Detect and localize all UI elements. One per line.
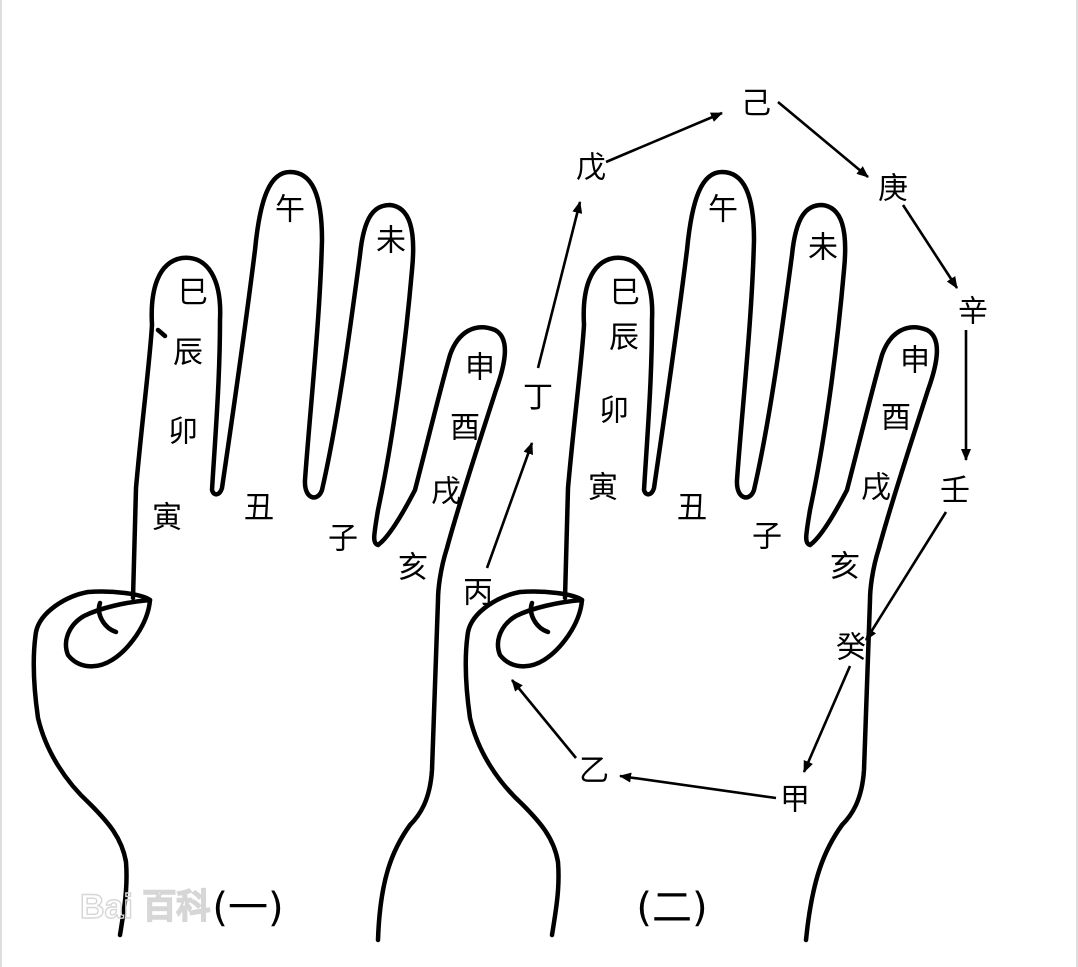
stem-label-ding: 丁 — [523, 381, 553, 416]
stem-label-wu: 戊 — [576, 151, 606, 186]
arrow-jia-to-yi — [619, 772, 777, 800]
hand1-label-you: 酉 — [450, 411, 480, 446]
stem-sequence-arrows — [485, 101, 971, 800]
stem-label-jia: 甲 — [780, 783, 810, 818]
hand1-label-mao: 卯 — [168, 415, 198, 450]
arrow-yi-to-thumb — [510, 679, 578, 759]
hand2-label-you: 酉 — [881, 401, 911, 436]
stem-label-bing: 丙 — [463, 576, 493, 611]
hand2-label-yin: 寅 — [588, 471, 618, 506]
watermark-logo: Bai 百科 — [80, 888, 210, 926]
hand1-label-xu: 戌 — [431, 475, 461, 510]
stem-labels: 丙 丁 戊 己 庚 辛 壬 癸 甲 乙 — [463, 87, 988, 818]
hand1-label-wei: 未 — [376, 224, 406, 259]
hand1-label-chen: 辰 — [173, 336, 203, 371]
arrow-ren-to-gui — [864, 511, 948, 641]
hand2-label-si: 巳 — [610, 276, 640, 311]
hand-2-branch-labels: 巳 辰 卯 寅 午 丑 未 子 申 酉 戌 亥 — [588, 193, 930, 585]
stem-label-xin: 辛 — [958, 295, 988, 330]
hand2-label-xu: 戌 — [861, 471, 891, 506]
hand2-label-wei: 未 — [808, 231, 838, 266]
hand2-label-chou: 丑 — [677, 491, 707, 526]
hand2-label-zi: 子 — [752, 520, 782, 555]
hand2-label-shen: 申 — [900, 344, 930, 379]
hand1-label-chou: 丑 — [244, 491, 274, 526]
hand1-label-yin: 寅 — [152, 501, 182, 536]
hand1-label-hai: 亥 — [398, 551, 428, 586]
hand1-label-shen: 申 — [465, 351, 495, 386]
hand1-label-zi: 子 — [328, 522, 358, 557]
hand1-label-si: 巳 — [178, 276, 208, 311]
hand-1-outline — [31, 169, 508, 943]
arrow-gui-to-jia — [802, 665, 852, 773]
stem-label-yi: 乙 — [579, 754, 609, 789]
hand-2-outline — [463, 169, 940, 943]
hand2-label-mao: 卯 — [599, 394, 629, 429]
arrow-geng-to-xin — [901, 204, 959, 289]
hand2-label-wu: 午 — [708, 193, 738, 228]
arrow-bing-to-ding — [485, 442, 534, 569]
hand2-label-hai: 亥 — [830, 550, 860, 585]
arrow-wu-to-ji — [605, 111, 723, 164]
caption-hand-1: (一) — [212, 885, 283, 931]
arrow-ding-to-wu — [536, 201, 583, 369]
caption-hand-2: (二) — [636, 885, 707, 931]
hand1-label-wu: 午 — [275, 193, 305, 228]
stem-label-ji: 己 — [741, 87, 771, 122]
stem-label-gui: 癸 — [836, 631, 866, 666]
stem-label-geng: 庚 — [878, 172, 908, 207]
arrow-ji-to-geng — [777, 101, 869, 178]
hand2-label-chen: 辰 — [609, 321, 639, 356]
hand-1-branch-labels: 巳 辰 卯 寅 午 丑 未 子 申 酉 戌 亥 — [152, 193, 495, 586]
stem-label-ren: 壬 — [940, 474, 970, 509]
